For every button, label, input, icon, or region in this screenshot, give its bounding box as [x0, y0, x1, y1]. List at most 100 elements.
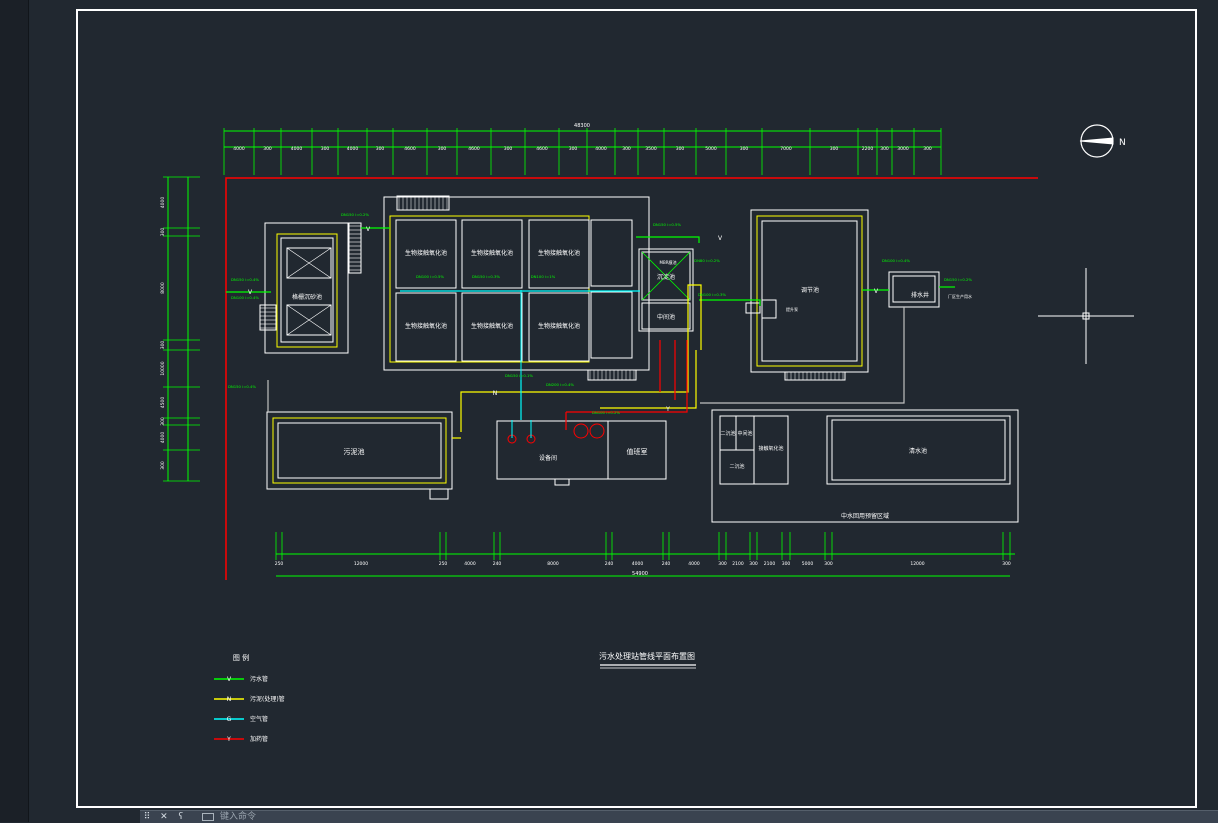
pipe-tag: DN150 i=0.5%	[653, 222, 681, 227]
dim-bottom-segment: 300	[782, 561, 791, 567]
dim-top-segment: 300	[622, 146, 631, 152]
history-icon[interactable]: ʕ	[178, 812, 184, 822]
factory-pipe-label: 厂区生产用水	[948, 293, 972, 299]
grit-hopper-diag	[308, 262, 332, 279]
dim-bottom-segment: 8000	[547, 561, 559, 567]
pipe-letter-v: V	[718, 235, 723, 242]
adjust-tank-inner	[761, 220, 858, 362]
dosing-tank-icon	[573, 423, 589, 439]
legend-label: 污泥(处理)管	[250, 695, 285, 703]
dim-bottom-segment: 4000	[688, 561, 700, 567]
dim-top-segment: 5000	[705, 146, 717, 152]
dim-top-segment: 300	[569, 146, 578, 152]
legend-letter: N	[227, 696, 232, 703]
mbr-cell	[590, 219, 633, 287]
dim-top-segment: 300	[376, 146, 385, 152]
dim-bottom-segment: 12000	[354, 561, 368, 567]
command-bar[interactable]: ⠿ ✕ ʕ 键入命令	[140, 810, 1218, 823]
dim-top-segment: 300	[504, 146, 513, 152]
pipe-letter-v: V	[248, 289, 253, 296]
equipment-room-label: 设备间	[539, 454, 557, 462]
pipe-letter-v: V	[366, 226, 371, 233]
bio-tank-cell	[461, 292, 523, 362]
pipe-tag: DN100 i=1%	[531, 274, 556, 279]
dim-top-segment: 3000	[897, 146, 909, 152]
command-input[interactable]: 键入命令	[220, 812, 257, 822]
sludge-tank-label: 污泥池	[344, 447, 365, 456]
dim-bottom-segment: 5000	[802, 561, 814, 567]
dim-left-segment: 10000	[160, 361, 166, 375]
reserve-b-label: 中间池	[737, 430, 752, 437]
grit-tank-stair-2	[259, 304, 277, 331]
bio-tank-cell	[395, 292, 457, 362]
dim-left-segment: 8000	[160, 282, 166, 294]
grit-hopper	[286, 304, 332, 336]
grit-hopper-diag	[308, 319, 332, 336]
command-icon	[202, 813, 214, 821]
grit-hopper-diag	[286, 304, 310, 321]
pump-box	[761, 299, 777, 319]
dim-bottom-segment: 2100	[764, 561, 776, 567]
settle-diag	[641, 251, 691, 301]
dim-top-segment: 7000	[780, 146, 792, 152]
grit-hopper-diag	[286, 247, 310, 264]
drawing-title: 污水处理站管线平面布置图	[599, 651, 695, 661]
clear-tank-label: 清水池	[909, 447, 927, 455]
dim-top-segment: 300	[830, 146, 839, 152]
grit-hopper-diag	[286, 262, 310, 279]
close-icon[interactable]: ✕	[160, 812, 168, 822]
reserve-c-label: 二沉池	[729, 463, 744, 470]
sludge-tank-yellow	[272, 417, 447, 484]
dim-top-segment: 3500	[645, 146, 657, 152]
grit-hopper	[286, 247, 332, 279]
pipe-letter-y: Y	[665, 406, 670, 413]
pipe-tag: DN150 i=0.4%	[228, 384, 256, 389]
bio-tank-cell-label: 生物接触氧化池	[405, 322, 447, 330]
dim-top-segment: 300	[740, 146, 749, 152]
bio-tank-outer	[383, 196, 650, 371]
legend-letter: V	[227, 676, 232, 683]
mid-tank-label: 中间池	[657, 313, 675, 321]
grip-icon[interactable]: ⠿	[143, 812, 151, 822]
dim-left-segment: 300	[160, 228, 166, 237]
mbr-label: MBR膜池	[660, 259, 677, 265]
bio-tank-cell-label: 生物接触氧化池	[538, 249, 580, 257]
dosing-tank-icon	[589, 423, 605, 439]
dim-bottom-segment: 300	[824, 561, 833, 567]
dim-top-segment: 4000	[233, 146, 245, 152]
dim-bottom-segment: 240	[493, 561, 502, 567]
dim-top-segment: 4000	[595, 146, 607, 152]
settle-tank-outer	[638, 248, 694, 332]
pipe-tag: DN150 i=0.3%	[472, 274, 500, 279]
dim-top-segment: 2200	[862, 146, 874, 152]
adjust-tank-label: 调节池	[801, 286, 819, 294]
dim-top-segment: 300	[923, 146, 932, 152]
dim-top-segment: 300	[438, 146, 447, 152]
reserve-a-label: 二沉池	[720, 430, 735, 437]
bio-tank-cell	[528, 219, 590, 289]
pipe-tag: DN150 i=0.2%	[944, 277, 972, 282]
grit-hopper-diag	[308, 304, 332, 321]
pipe-letter-v: V	[874, 288, 879, 295]
pipe-sewage	[636, 236, 700, 243]
legend-letter: Y	[226, 736, 231, 743]
dim-top-segment: 4000	[291, 146, 303, 152]
bio-tank-cell-label: 生物接触氧化池	[471, 322, 513, 330]
dim-bottom-segment: 250	[439, 561, 448, 567]
pipe-tag: DN100 i=0.3%	[698, 292, 726, 297]
dim-top-segment: 4000	[347, 146, 359, 152]
dim-top-total-label: 48300	[574, 123, 590, 129]
dim-left-segment: 4000	[160, 432, 166, 444]
legend-letter: G	[227, 716, 232, 723]
north-label: N	[1119, 138, 1126, 148]
grit-tank-label: 格栅沉砂池	[292, 293, 322, 301]
dim-top-segment: 300	[676, 146, 685, 152]
grit-tank-core	[280, 237, 334, 343]
bio-tank-cell-label: 生物接触氧化池	[471, 249, 513, 257]
reserve-zone	[711, 409, 1019, 523]
clear-tank-outer	[826, 415, 1011, 485]
dim-left-segment: 4500	[160, 397, 166, 409]
pipe-sludge	[460, 284, 702, 432]
